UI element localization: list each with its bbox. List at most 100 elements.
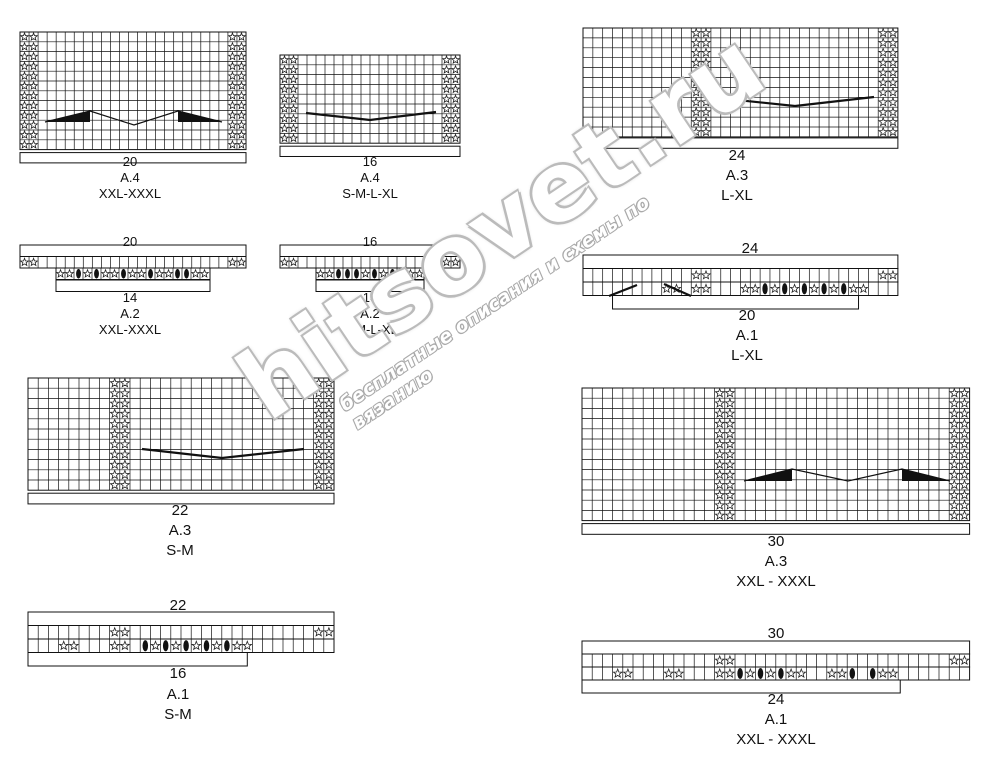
star-stitch-icon (55, 268, 66, 278)
star-stitch-icon (313, 428, 325, 439)
star-stitch-icon (714, 448, 726, 459)
a3-lxl-total: 24 (728, 147, 746, 164)
star-stitch-icon (236, 119, 247, 130)
star-stitch-icon (809, 283, 820, 294)
star-stitch-icon (877, 126, 889, 137)
star-stitch-icon (313, 438, 325, 449)
star-stitch-icon (236, 110, 247, 120)
star-stitch-icon (948, 418, 960, 429)
star-stitch-icon (724, 509, 736, 521)
star-stitch-icon (170, 640, 182, 651)
star-stitch-icon (405, 268, 416, 278)
a2-xxl-row (19, 256, 247, 269)
a1-xxl-inner-bar (581, 679, 901, 694)
star-stitch-icon (109, 459, 121, 470)
star-stitch-icon (887, 667, 899, 679)
a3-lxl-size: L-XL (721, 187, 753, 204)
star-stitch-icon (82, 268, 93, 278)
star-stitch-icon (313, 479, 325, 490)
star-stitch-icon (19, 119, 30, 130)
star-stitch-icon (28, 110, 39, 120)
star-stitch-icon (959, 479, 970, 490)
star-stitch-icon (769, 283, 781, 294)
star-stitch-icon (690, 47, 702, 58)
bobble-stitch-icon (345, 268, 350, 279)
bobble-stitch-icon (801, 283, 808, 295)
star-stitch-icon (724, 407, 736, 419)
star-stitch-icon (441, 103, 452, 114)
bobble-stitch-icon (778, 668, 784, 679)
star-stitch-icon (323, 448, 335, 460)
star-stitch-icon (227, 139, 238, 149)
star-stitch-icon (700, 116, 712, 127)
star-stitch-icon (231, 640, 243, 651)
star-stitch-icon (119, 408, 131, 419)
star-stitch-icon (313, 448, 325, 460)
a4-xxl-right-wedge (178, 111, 222, 122)
star-stitch-icon (236, 90, 247, 100)
star-stitch-icon (877, 37, 889, 48)
star-stitch-icon (959, 438, 970, 449)
star-stitch-icon (724, 469, 736, 480)
star-stitch-icon (288, 64, 299, 74)
star-stitch-icon (877, 27, 889, 38)
star-stitch-icon (450, 84, 461, 94)
star-stitch-icon (441, 64, 452, 74)
star-stitch-icon (690, 269, 702, 280)
star-stitch-icon (948, 458, 960, 470)
star-stitch-icon (279, 94, 290, 104)
star-stitch-icon (441, 123, 452, 133)
star-stitch-icon (959, 509, 970, 521)
star-stitch-icon (724, 489, 736, 500)
bobble-stitch-icon (142, 640, 149, 652)
bobble-stitch-icon (821, 283, 827, 295)
star-stitch-icon (948, 448, 960, 459)
star-stitch-icon (714, 509, 726, 521)
star-stitch-icon (948, 479, 960, 490)
star-stitch-icon (323, 428, 335, 439)
star-stitch-icon (700, 76, 712, 87)
a2-sml-size: S-M-L-XL (342, 322, 398, 337)
bobble-stitch-icon (869, 668, 876, 679)
bobble-stitch-icon (737, 668, 743, 679)
star-stitch-icon (948, 428, 960, 439)
star-stitch-icon (450, 113, 461, 123)
a1-xxl-inner: 24 (767, 691, 785, 708)
star-stitch-icon (740, 283, 751, 294)
star-stitch-icon (236, 257, 247, 267)
star-stitch-icon (700, 86, 712, 97)
star-stitch-icon (826, 667, 838, 679)
star-stitch-icon (28, 51, 39, 61)
a2-sml-inner-bar2 (315, 279, 425, 292)
star-stitch-icon (236, 139, 247, 149)
star-stitch-icon (887, 86, 899, 97)
star-stitch-icon (19, 100, 30, 110)
star-stitch-icon (700, 283, 712, 294)
star-stitch-icon (724, 438, 736, 449)
star-stitch-icon (227, 70, 238, 81)
star-stitch-icon (313, 626, 325, 637)
star-stitch-icon (959, 654, 970, 666)
bobble-stitch-icon (841, 283, 847, 295)
star-stitch-icon (19, 31, 30, 42)
star-stitch-icon (724, 479, 736, 490)
a1-xxl-total: 30 (767, 625, 785, 642)
star-stitch-icon (19, 61, 30, 71)
star-stitch-icon (313, 408, 325, 419)
star-stitch-icon (119, 459, 131, 470)
a2-xxl-size: XXL-XXXL (98, 322, 162, 337)
star-stitch-icon (724, 397, 736, 408)
a4-xxl-pattern: A.4 (120, 170, 140, 185)
star-stitch-icon (236, 41, 247, 51)
star-stitch-icon (211, 640, 223, 651)
star-stitch-icon (378, 268, 389, 278)
star-stitch-icon (714, 397, 726, 408)
star-stitch-icon (959, 448, 970, 459)
a3-sm-decrease-line (141, 447, 305, 460)
star-stitch-icon (612, 667, 624, 679)
star-stitch-icon (450, 64, 461, 74)
a1-sm-size: S-M (164, 706, 192, 723)
star-stitch-icon (690, 57, 702, 68)
a3-xxl-size: XXL - XXXL (736, 573, 816, 590)
star-stitch-icon (877, 57, 889, 68)
